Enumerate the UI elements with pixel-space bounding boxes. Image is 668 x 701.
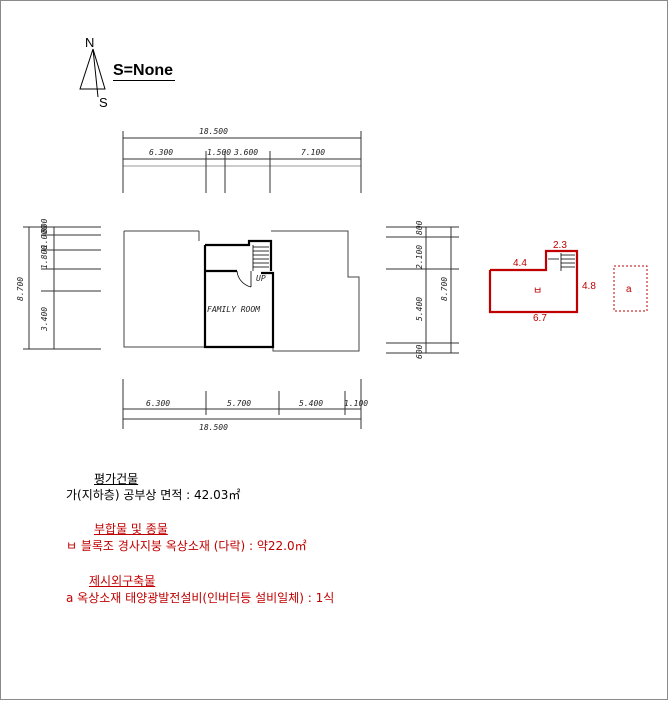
dim-left-seg-3: 1.800 <box>40 245 49 269</box>
dim-right-seg-2: 2.100 <box>415 245 424 269</box>
annex-marker: ㅂ <box>533 286 542 297</box>
annex-outline <box>488 249 579 314</box>
equipment-box-label: a <box>626 284 632 295</box>
family-room-walls <box>203 239 275 349</box>
legend-heading-accessory: 부합물 및 종물 <box>94 522 168 536</box>
equipment-box <box>613 265 648 312</box>
dim-bottom-seg-1: 6.300 <box>146 399 170 408</box>
dim-top-seg-3: 3.600 <box>233 148 258 157</box>
dim-top-seg-1: 6.300 <box>149 148 173 157</box>
dim-left-seg-4: 3.400 <box>40 307 49 332</box>
north-arrow-icon <box>79 48 106 98</box>
dim-bottom-seg-2: 5.700 <box>227 399 251 408</box>
legend-line-building: 가(지하층) 공부상 면적 : 42.03㎡ <box>66 488 241 502</box>
stair-icon <box>252 245 269 271</box>
dim-top-total: 18.500 <box>199 127 228 136</box>
annex-dim-bottom: 6.7 <box>533 313 547 324</box>
scale-label: S=None <box>113 62 176 81</box>
building-outline <box>123 230 360 352</box>
annex-dim-left: 4.4 <box>513 258 527 269</box>
compass-south: S <box>99 95 108 110</box>
dim-right-seg-4: 600 <box>415 344 424 359</box>
compass-north: N <box>85 35 94 50</box>
annex-dim-top: 2.3 <box>553 240 567 251</box>
legend-heading-structure: 제시외구축물 <box>89 574 156 588</box>
dim-bottom-seg-4: 1.100 <box>344 399 368 408</box>
legend-line-structure: a 옥상소재 태양광발전설비(인버터등 설비일체) : 1식 <box>66 591 335 605</box>
stair-up-label: UP <box>256 274 266 283</box>
dim-top-seg-2: 1.500 <box>207 148 231 157</box>
annex-stair-icon <box>548 253 575 271</box>
left-dimension-lines <box>23 226 101 350</box>
legend-heading-building: 평가건물 <box>94 472 139 486</box>
dim-top-seg-4: 7.100 <box>301 148 325 157</box>
dim-right-seg-1: 800 <box>415 220 424 235</box>
dim-bottom-seg-3: 5.400 <box>299 399 323 408</box>
annex-dim-right: 4.8 <box>582 281 596 292</box>
dim-left-seg-1: 800 <box>40 218 49 233</box>
legend-line-accessory: ㅂ 블록조 경사지붕 옥상소재 (다락) : 약22.0㎡ <box>66 539 307 553</box>
bottom-dimension-lines <box>122 379 362 429</box>
dim-bottom-total: 18.500 <box>199 423 228 432</box>
dim-left-seg-2: 1.000 <box>40 225 49 249</box>
dim-right-seg-3: 5.400 <box>415 297 424 321</box>
dim-left-total: 8.700 <box>16 277 25 301</box>
dim-right-total: 8.700 <box>440 277 449 301</box>
right-dimension-lines <box>386 226 459 354</box>
top-dimension-lines <box>122 131 362 193</box>
room-label: FAMILY ROOM <box>207 305 261 314</box>
door-swing-icon <box>236 270 252 288</box>
